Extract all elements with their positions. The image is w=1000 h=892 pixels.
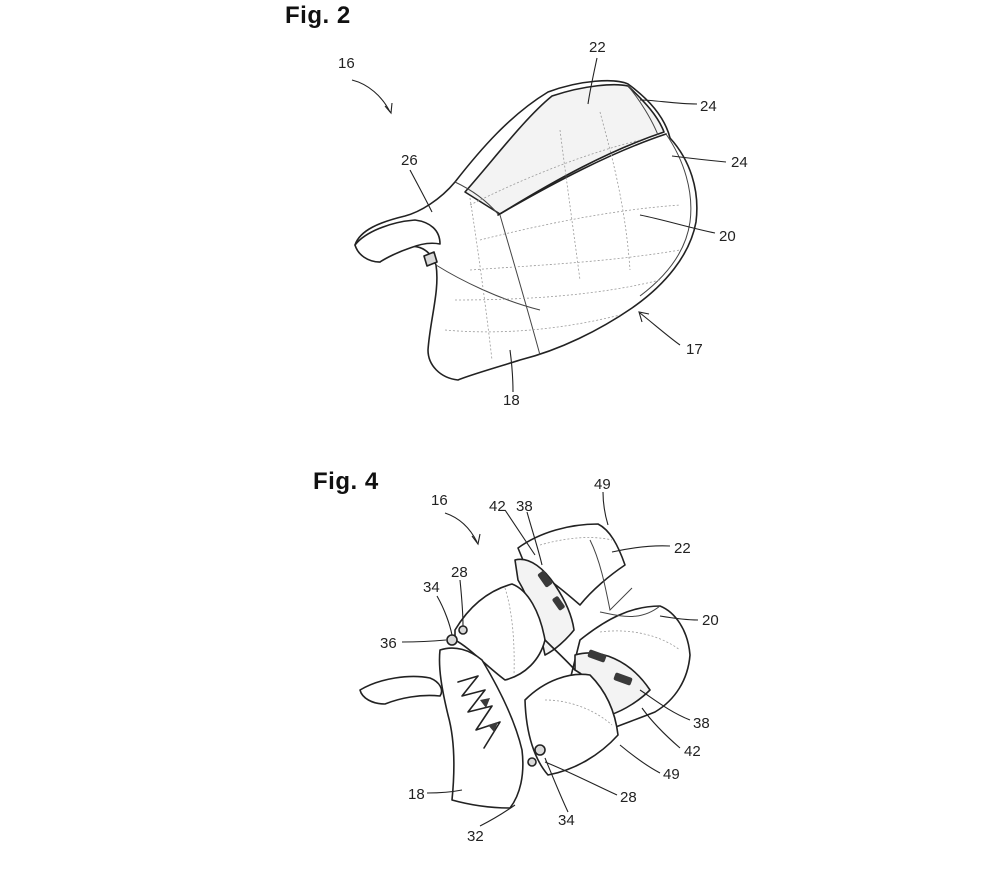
leader-24a-fig2 <box>639 99 698 105</box>
ref-label: 38 <box>693 715 710 732</box>
hinge-strap-49 <box>544 639 576 671</box>
leader-28-lower-fig4 <box>544 761 618 796</box>
connector-42-upper <box>552 596 565 611</box>
tank-hook-tab <box>423 251 438 267</box>
ref-label: 26 <box>401 152 418 169</box>
ref-label: 22 <box>589 39 606 56</box>
fig-2-title: Fig. 2 <box>285 2 351 29</box>
pillion-side-24 <box>627 85 659 136</box>
leader-38-fig4 <box>526 511 543 566</box>
ref-label: 18 <box>408 786 425 803</box>
fig-4-title: Fig. 4 <box>313 468 379 495</box>
leader-49-fig4 <box>602 491 609 526</box>
leader-22-fig2 <box>587 57 598 105</box>
leader-49-lower-fig4 <box>619 744 661 774</box>
tank-hook-fig4 <box>359 675 443 705</box>
leader-34-lower-fig4 <box>544 757 569 813</box>
arrow-16-fig4 <box>444 512 478 543</box>
leader-42-fig4 <box>504 509 536 556</box>
bolt-28-lower <box>527 757 537 767</box>
ref-label: 28 <box>620 789 637 806</box>
ref-label: 16 <box>338 55 355 72</box>
ref-label: 24 <box>700 98 717 115</box>
ref-label: 24 <box>731 154 748 171</box>
connector-42-lower <box>613 672 633 686</box>
rider-seat-20 <box>499 214 541 356</box>
ref-label: 17 <box>686 341 703 358</box>
ref-label: 42 <box>489 498 506 515</box>
tank-hook <box>354 219 441 263</box>
leader-26-fig2 <box>409 169 433 213</box>
leader-38-lower-fig4 <box>639 689 691 721</box>
ref-label: 20 <box>702 612 719 629</box>
leader-24b-fig2 <box>671 155 727 163</box>
front-panel-18 <box>435 264 541 311</box>
ref-label: 38 <box>516 498 533 515</box>
seat-assembly-fig2 <box>354 79 698 381</box>
leader-34-fig4 <box>436 595 453 636</box>
leader-18-fig4 <box>426 789 463 794</box>
leader-20-fig2 <box>639 214 716 234</box>
ref-label: 42 <box>684 743 701 760</box>
connector-38-upper <box>537 570 553 588</box>
ref-label: 16 <box>431 492 448 509</box>
leader-32-fig4 <box>479 804 516 827</box>
ref-label: 18 <box>503 392 520 409</box>
ref-label: 34 <box>423 579 440 596</box>
ref-label: 49 <box>594 476 611 493</box>
front-section-26 <box>454 181 499 215</box>
leader-22-fig4 <box>611 545 671 553</box>
ref-label: 32 <box>467 828 484 845</box>
leader-42-lower-fig4 <box>641 707 681 749</box>
rider-side-24 <box>639 133 692 297</box>
arrow-17-fig2 <box>639 312 681 346</box>
ref-label: 34 <box>558 812 575 829</box>
bolt-36 <box>446 634 458 646</box>
ref-label: 20 <box>719 228 736 245</box>
ref-label: 36 <box>380 635 397 652</box>
leader-20-fig4 <box>659 615 699 621</box>
ref-label: 49 <box>663 766 680 783</box>
ref-label: 28 <box>451 564 468 581</box>
arrow-16-fig2 <box>351 79 391 113</box>
bolt-34-lower <box>534 744 546 756</box>
pillion-seat-22-raised <box>517 523 626 606</box>
ref-label: 22 <box>674 540 691 557</box>
leader-36-fig4 <box>401 639 447 643</box>
leader-28-fig4 <box>459 579 464 627</box>
bolt-28-upper <box>458 625 468 635</box>
seat-assembly-fig4 <box>359 523 691 809</box>
lower-seat-pan <box>524 673 619 776</box>
seat-seam <box>497 133 667 216</box>
connector-38-lower <box>587 649 607 663</box>
leader-18-fig2 <box>509 349 514 393</box>
